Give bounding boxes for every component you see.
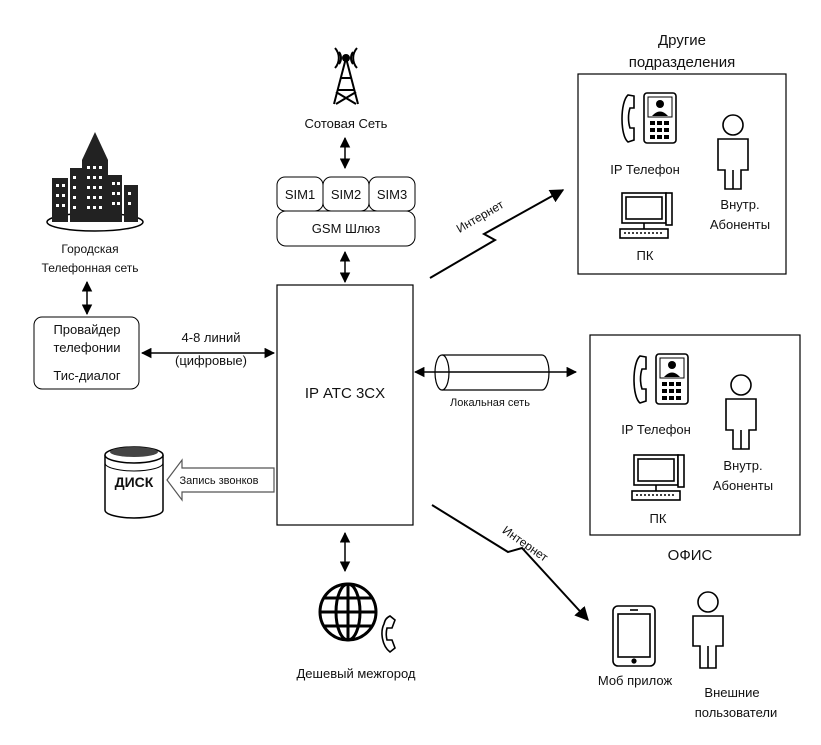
globe-icon (318, 582, 378, 642)
office-box (589, 334, 801, 536)
sim2-label: SIM2 (331, 187, 361, 202)
internal-subscribers-label-1b: Абоненты (710, 217, 770, 232)
external-users-label-line1: Внешние (704, 685, 759, 700)
provider-box (33, 316, 140, 390)
provider-label-line3: Тис-диалог (53, 368, 120, 383)
internal-subscribers-label-2a: Внутр. (723, 458, 762, 473)
external-users-label-line2: пользователи (695, 705, 778, 720)
pbx-label: IP АТС 3CX (305, 385, 385, 402)
tablet-icon (612, 605, 656, 667)
person-icon (725, 374, 757, 450)
provider-label-line2: телефонии (53, 340, 120, 355)
person-icon (717, 114, 749, 190)
call-recording-arrow (166, 458, 275, 502)
internal-subscribers-label-1a: Внутр. (720, 197, 759, 212)
sim1-label: SIM1 (285, 187, 315, 202)
sim3-label: SIM3 (377, 187, 407, 202)
ip-phone-icon (621, 92, 677, 144)
call-recording-label: Запись звонков (179, 475, 258, 487)
disk-label: ДИСК (115, 474, 154, 490)
cell-tower-icon (333, 47, 359, 105)
internet-bottom-label: Интернет (500, 523, 551, 565)
computer-icon (631, 454, 685, 501)
handset-icon (381, 615, 396, 654)
office-label: ОФИС (668, 547, 713, 564)
internal-subscribers-label-2b: Абоненты (713, 478, 773, 493)
city-network-label-line2: Телефонная сеть (42, 261, 139, 275)
ip-phone-label-1: IP Телефон (610, 162, 680, 177)
city-network-label-line1: Городская (61, 242, 118, 256)
cheap-long-distance-label: Дешевый межгород (297, 666, 416, 681)
ip-phone-label-2: IP Телефон (621, 422, 691, 437)
mobile-app-label: Моб прилож (598, 673, 673, 688)
lines-label-line1: 4-8 линий (182, 330, 241, 345)
disk-drum-icon (104, 446, 164, 519)
internet-top-label: Интернет (454, 197, 507, 236)
provider-label-line1: Провайдер (53, 322, 120, 337)
person-icon (692, 591, 724, 669)
computer-icon (619, 192, 673, 239)
local-network-label: Локальная сеть (450, 397, 530, 409)
other-depts-label-line1: Другие (658, 32, 706, 49)
other-depts-box (577, 73, 787, 275)
internet-bottom-link (431, 504, 589, 622)
pc-label-2: ПК (650, 511, 667, 526)
pbx-box (276, 284, 414, 526)
lines-label-line2: (цифровые) (175, 353, 247, 368)
cellular-network-label: Сотовая Сеть (305, 116, 388, 131)
gsm-gateway-box (276, 210, 416, 247)
other-depts-label-line2: подразделения (629, 54, 735, 71)
internet-top-link (429, 189, 565, 279)
pc-label-1: ПК (637, 248, 654, 263)
city-buildings-icon (46, 132, 144, 232)
ip-phone-icon (633, 353, 689, 405)
gsm-gateway-label: GSM Шлюз (312, 221, 380, 236)
